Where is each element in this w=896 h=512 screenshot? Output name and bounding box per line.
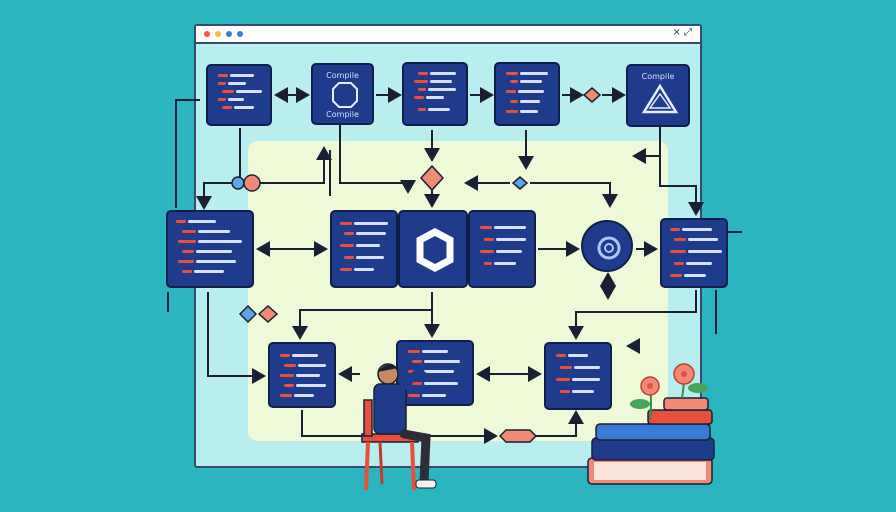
- compile-output-label: Compile: [641, 72, 675, 81]
- extra-dot-icon[interactable]: [237, 31, 243, 37]
- compile-card-sublabel: Compile: [326, 110, 359, 119]
- settings-circle[interactable]: [581, 220, 633, 272]
- close-dot-icon[interactable]: [204, 31, 210, 37]
- code-card-bottom-3[interactable]: [544, 342, 612, 410]
- gear-icon: [332, 82, 358, 108]
- chair-icon: [361, 399, 419, 491]
- compile-card[interactable]: Compile Compile: [311, 63, 374, 125]
- code-card-mid-3[interactable]: [468, 210, 536, 288]
- window-titlebar: × ⤢: [196, 26, 700, 44]
- maximize-dot-icon[interactable]: [226, 31, 232, 37]
- code-card-mid-right[interactable]: [660, 218, 728, 288]
- code-card-bottom-1[interactable]: [268, 342, 336, 408]
- person-icon: [373, 363, 437, 489]
- code-card-top-4[interactable]: [494, 62, 560, 126]
- book-icon: [587, 397, 715, 485]
- gear-icon: [597, 236, 621, 260]
- compile-card-label: Compile: [326, 71, 359, 80]
- code-card-mid-1[interactable]: [330, 210, 398, 288]
- compile-output-card[interactable]: Compile: [626, 64, 690, 127]
- gear-icon: [416, 228, 454, 272]
- minimize-dot-icon[interactable]: [215, 31, 221, 37]
- code-card-top-1[interactable]: [206, 64, 272, 126]
- code-card-top-3[interactable]: [402, 62, 468, 126]
- code-card-mid-left[interactable]: [166, 210, 254, 288]
- gear-card[interactable]: [398, 210, 468, 288]
- window-controls-icon[interactable]: × ⤢: [672, 27, 692, 38]
- triangle-icon: [641, 83, 679, 114]
- flower-icon: [630, 363, 708, 421]
